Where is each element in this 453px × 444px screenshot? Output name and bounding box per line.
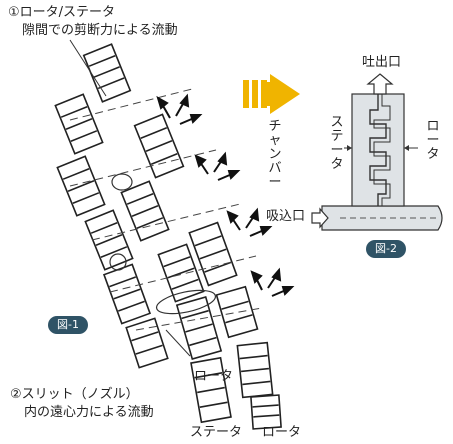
annotation-1-title: ①ロータ/ステータ: [8, 5, 116, 20]
rotor-column-2: [120, 113, 232, 424]
flow-arrows: [156, 93, 295, 297]
stator-bottom-label: ステータ: [190, 425, 243, 440]
yellow-flow-arrow: [243, 74, 300, 114]
rotor-bottom-label: ロータ: [262, 425, 302, 440]
rotor-label: ロータ: [194, 369, 234, 384]
annotation-2-description: 内の遠心力による流動: [24, 405, 154, 420]
stator-column-1: [54, 43, 169, 369]
figure-2-badge: 図-2: [366, 240, 406, 259]
outlet-label: 吐出口: [362, 55, 402, 70]
inlet-label: 吸込口: [266, 209, 306, 224]
stator-side-label: ステータ: [330, 115, 344, 173]
annotation-1-description: 隙間での剪断力による流動: [22, 23, 178, 38]
stator-column-3: [188, 221, 282, 430]
annotation-2-title: ②スリット（ノズル）: [10, 387, 139, 402]
rotor-side-label: ロータ: [426, 119, 440, 163]
figure-1-badge: 図-1: [48, 316, 88, 335]
chamber-label: チャンバー: [268, 119, 282, 191]
figure-2-schematic: [311, 73, 443, 231]
